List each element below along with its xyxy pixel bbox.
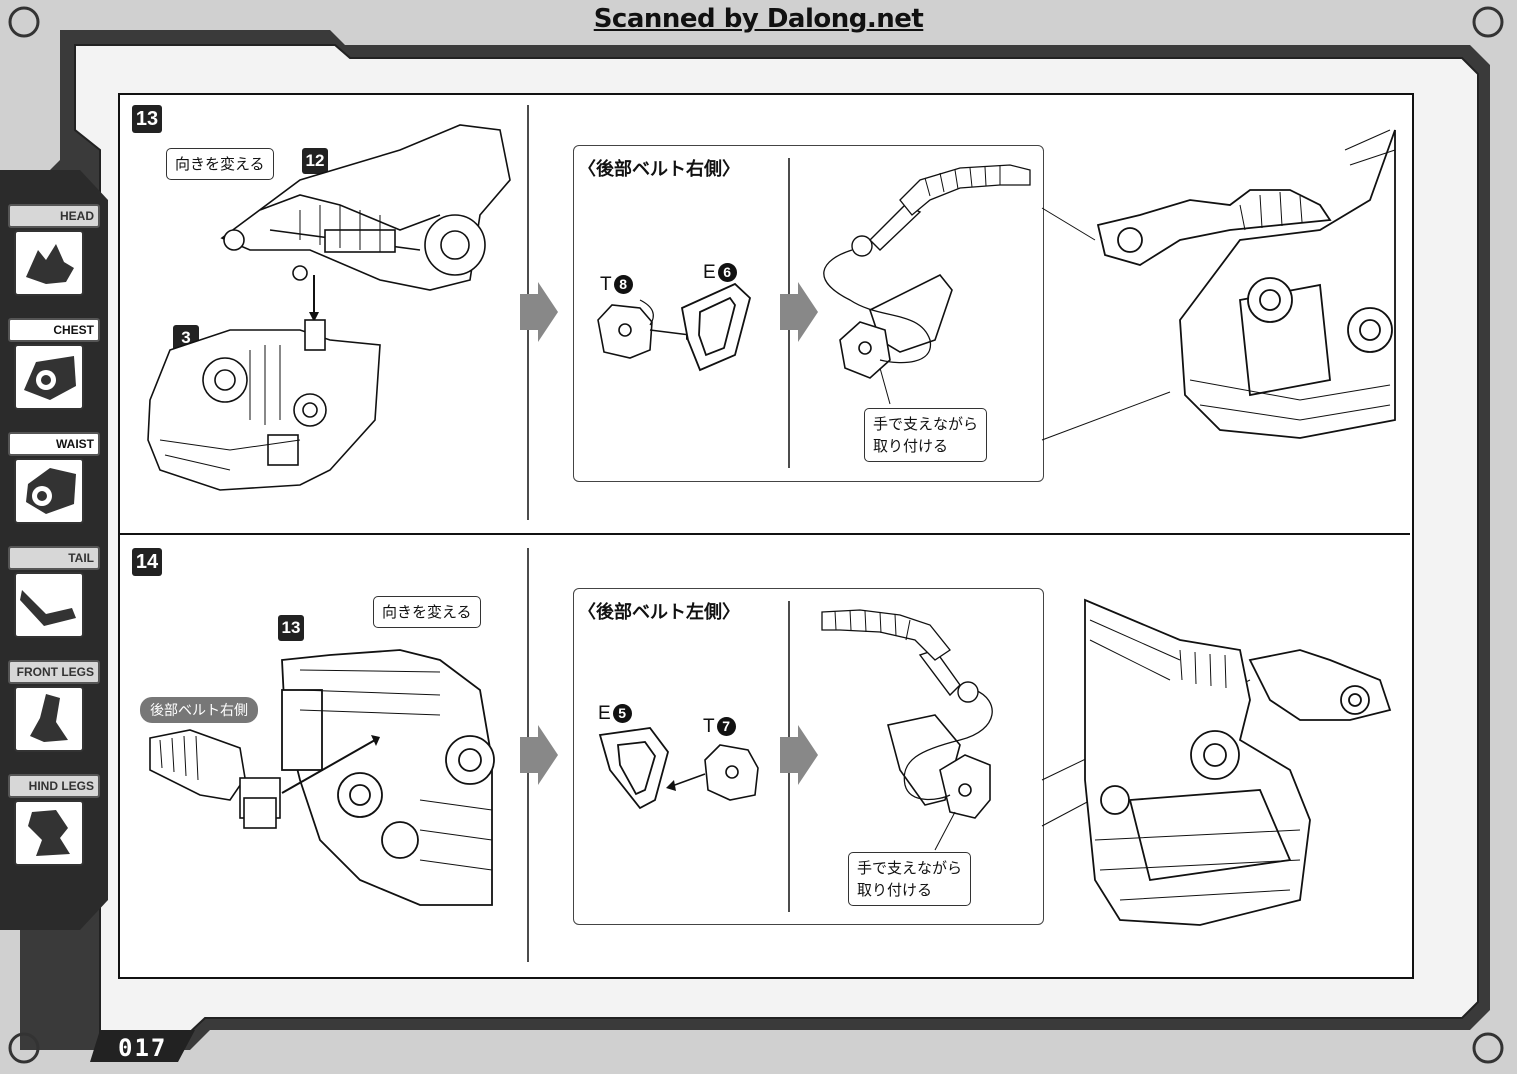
note-line-1: 手で支えながら: [857, 859, 963, 877]
part-letter: T: [703, 716, 715, 737]
step-13-turn-callout: 向きを変える: [166, 148, 274, 180]
part-number-badge: 5: [612, 704, 632, 723]
tab-hind-legs-label: HIND LEGS: [8, 774, 100, 798]
step-14-detail-title: 〈後部ベルト左側〉: [578, 602, 740, 623]
tab-head-label: HEAD: [8, 204, 100, 228]
step-14-number: 14: [132, 548, 162, 576]
step-13-detail-title: 〈後部ベルト右側〉: [578, 159, 740, 180]
step-14-rear-belt-right-label: 後部ベルト右側: [140, 697, 258, 723]
tab-front-legs-label: FRONT LEGS: [8, 660, 100, 684]
wolf-head-icon: [14, 230, 84, 296]
page-number: 017: [118, 1034, 168, 1062]
part-letter: E: [598, 703, 611, 724]
part-number-badge: 7: [716, 717, 736, 736]
waist-gear-icon: [14, 458, 84, 524]
step-14-turn-callout: 向きを変える: [373, 596, 481, 628]
part-number-badge: 6: [717, 263, 737, 282]
tab-waist-label: WAIST: [8, 432, 100, 456]
tab-tail-label: TAIL: [8, 546, 100, 570]
hind-legs-icon: [14, 800, 84, 866]
watermark: Scanned by Dalong.net: [593, 4, 924, 34]
step-14-support-note: 手で支えながら 取り付ける: [848, 852, 972, 906]
step-14-part-ref-13: 13: [278, 615, 304, 641]
part-letter: E: [703, 262, 716, 283]
note-line-2: 取り付ける: [857, 881, 933, 899]
step-13-part-ref-12: 12: [302, 148, 328, 174]
tab-chest-label: CHEST: [8, 318, 100, 342]
part-number-badge: 8: [613, 275, 633, 294]
tail-icon: [14, 572, 84, 638]
step-13-support-note: 手で支えながら 取り付ける: [864, 408, 988, 462]
front-legs-icon: [14, 686, 84, 752]
note-line-1: 手で支えながら: [873, 415, 979, 433]
part-letter: T: [600, 274, 612, 295]
chest-core-icon: [14, 344, 84, 410]
note-line-2: 取り付ける: [873, 437, 949, 455]
step-13-number: 13: [132, 105, 162, 133]
